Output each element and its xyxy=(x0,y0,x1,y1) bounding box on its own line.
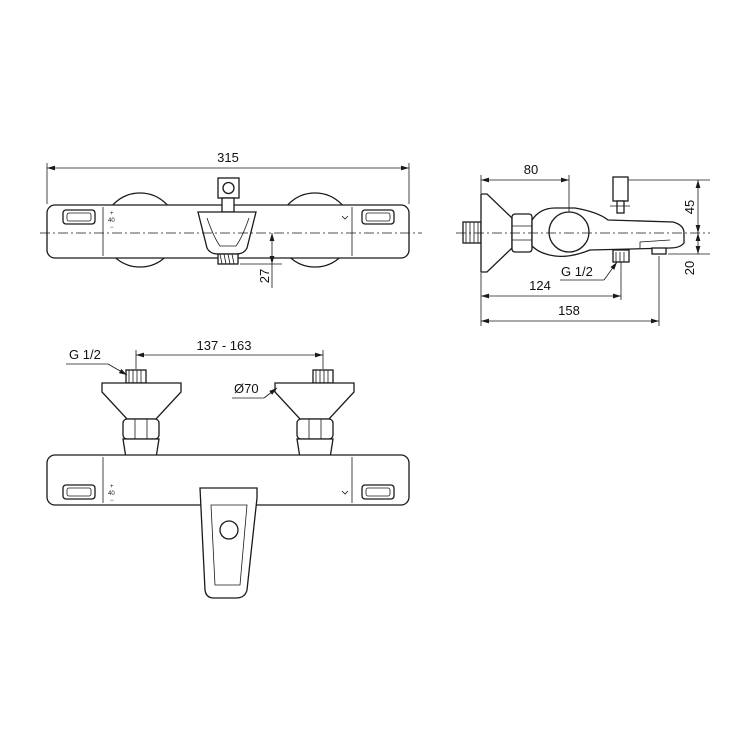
outlet-thread-callout: G 1/2 xyxy=(560,261,618,281)
top-diverter-button xyxy=(219,520,239,540)
dim-depth-124: 124 xyxy=(480,262,622,326)
dim-label-20: 20 xyxy=(682,261,697,275)
dim-depth-80: 80 xyxy=(480,162,570,212)
inlet-thread-callout: G 1/2 xyxy=(66,347,128,376)
front-view: + 40 − xyxy=(40,177,422,268)
side-handle-circle xyxy=(548,211,590,253)
top-left-handle-grip xyxy=(62,484,96,500)
right-inlet-escutcheon xyxy=(274,382,355,420)
label-diameter-70: Ø70 xyxy=(234,381,259,396)
side-diverter-knob xyxy=(612,176,629,202)
side-spout-outlet xyxy=(651,247,667,255)
dim-outlet-height: 27 xyxy=(240,233,282,288)
right-inlet-nut xyxy=(296,418,334,440)
dim-label-27: 27 xyxy=(257,269,272,283)
top-temp-minus: − xyxy=(110,498,114,504)
top-temp-plus: + xyxy=(110,484,114,490)
dim-label-124: 124 xyxy=(529,278,551,293)
dim-label-inlet-spacing: 137 - 163 xyxy=(197,338,252,353)
escutcheon-diameter-callout: Ø70 xyxy=(232,381,278,399)
label-inlet-g12: G 1/2 xyxy=(69,347,101,362)
dim-vertical-right: 45 20 xyxy=(628,179,710,275)
left-inlet-escutcheon xyxy=(101,382,182,420)
temp-value-label: 40 xyxy=(108,218,115,224)
dim-inlet-spacing: 137 - 163 xyxy=(135,338,324,369)
temp-minus-label: − xyxy=(110,225,114,231)
left-inlet-nut xyxy=(122,418,160,440)
left-handle-grip xyxy=(62,209,96,225)
dim-label-158: 158 xyxy=(558,303,580,318)
top-temp-value: 40 xyxy=(108,491,115,497)
label-outlet-g12: G 1/2 xyxy=(561,264,593,279)
temp-plus-label: + xyxy=(110,211,114,217)
dim-overall-width: 315 xyxy=(46,150,410,204)
top-view: + 40 − xyxy=(46,369,410,599)
top-spout xyxy=(199,487,258,599)
dim-label-315: 315 xyxy=(217,150,239,165)
right-handle-grip xyxy=(361,209,395,225)
dim-label-80: 80 xyxy=(524,162,538,177)
dim-label-45: 45 xyxy=(682,200,697,214)
dim-depth-158: 158 xyxy=(481,256,660,326)
top-right-handle-grip xyxy=(361,484,395,500)
side-view xyxy=(456,176,710,273)
side-bottom-outlet xyxy=(612,249,630,263)
